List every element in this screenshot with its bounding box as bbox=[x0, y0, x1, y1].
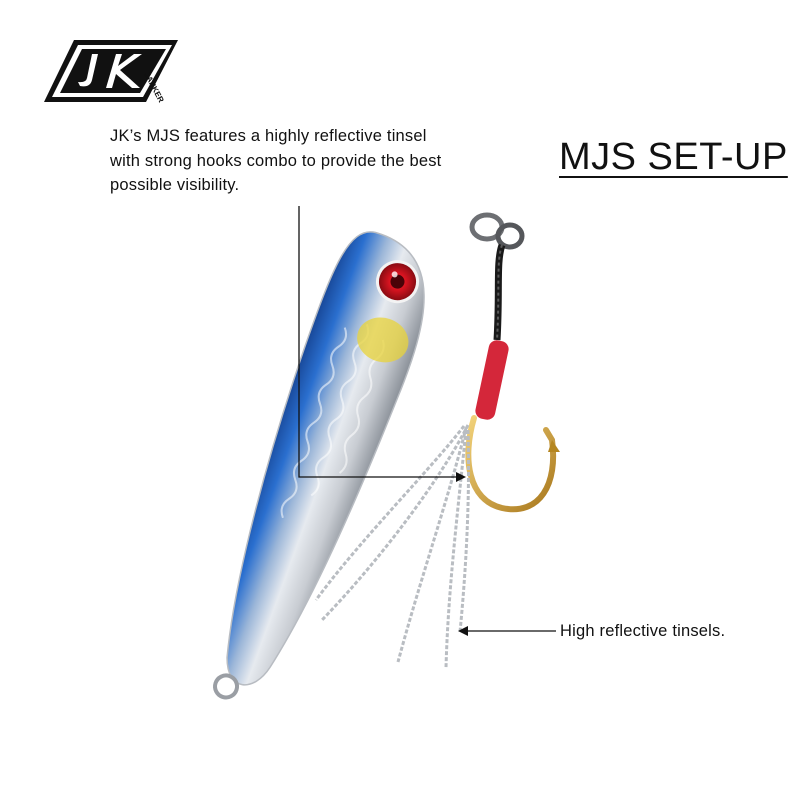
jk-janker-logo: JANKER bbox=[44, 40, 178, 104]
description-line: JK’s MJS features a highly reflective ti… bbox=[110, 127, 427, 145]
description-line: possible visibility. bbox=[110, 176, 240, 194]
assist-line bbox=[493, 243, 506, 341]
hook-icon bbox=[465, 415, 557, 513]
page-title: MJS SET-UP bbox=[559, 136, 788, 178]
tail-eyelet bbox=[213, 673, 240, 700]
thread-wrap bbox=[475, 340, 509, 420]
description-line: with strong hooks combo to provide the b… bbox=[110, 151, 442, 170]
feature-description: JK’s MJS features a highly reflective ti… bbox=[110, 124, 530, 198]
tinsel-callout-label: High reflective tinsels. bbox=[560, 622, 726, 640]
jig-body bbox=[213, 231, 425, 700]
